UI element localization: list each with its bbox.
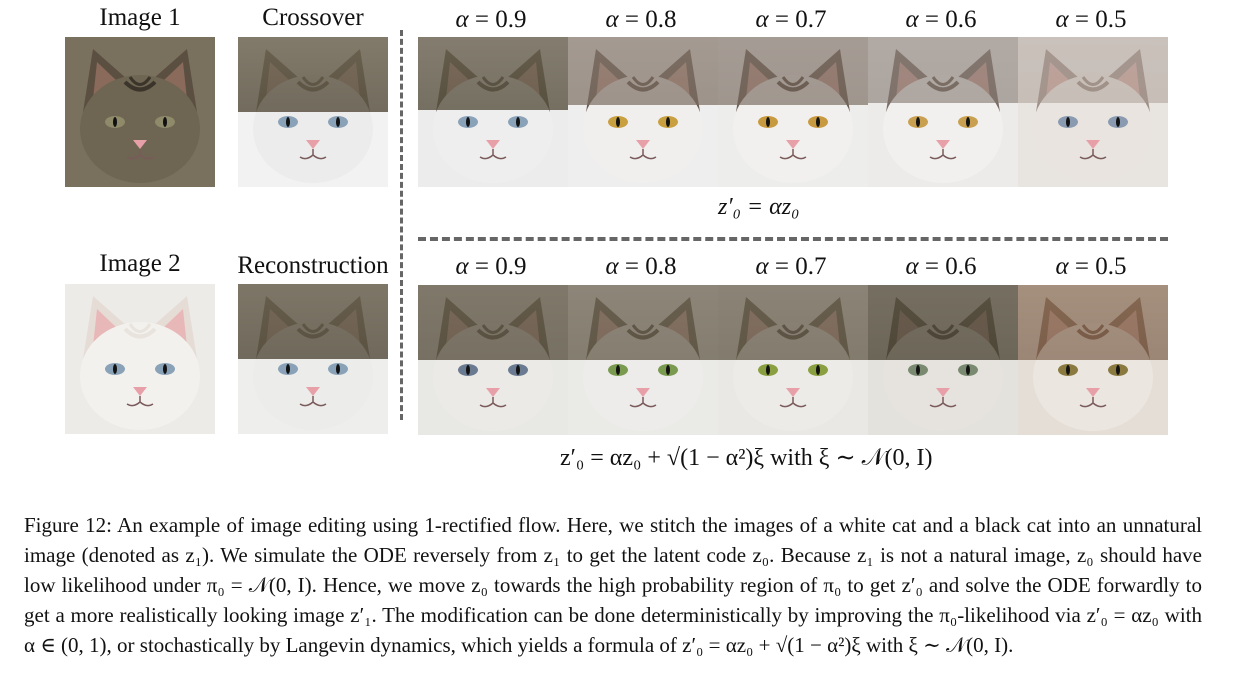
- formula-deterministic: z′₀ = αz₀: [718, 194, 800, 220]
- alpha-label-top: α = 0.7: [755, 6, 827, 33]
- image1-tabby-cat: [65, 37, 215, 187]
- alpha-label-bottom: α = 0.8: [605, 253, 677, 280]
- edited-cat-top: [868, 37, 1018, 187]
- edited-cat-bottom: [418, 285, 568, 435]
- figure-caption: Figure 12: An example of image editing u…: [24, 513, 1202, 657]
- edited-cat-bottom: [718, 285, 868, 435]
- label-image1: Image 1: [99, 4, 181, 31]
- alpha-label-bottom: α = 0.6: [905, 253, 977, 280]
- formula-stochastic: z′₀ = αz₀ + √(1 − α²)ξ with ξ ∼ 𝒩(0, I): [560, 445, 933, 471]
- edited-cat-top: [418, 37, 568, 187]
- edited-cat-bottom: [568, 285, 718, 435]
- edited-cat-bottom: [1018, 285, 1168, 435]
- label-reconstruction: Reconstruction: [237, 252, 389, 279]
- alpha-label-top: α = 0.8: [605, 6, 677, 33]
- crossover-cat: [238, 37, 388, 187]
- alpha-label-top: α = 0.6: [905, 6, 977, 33]
- reconstruction-cat: [238, 284, 388, 434]
- edited-cat-top: [718, 37, 868, 187]
- horizontal-divider: [418, 237, 1168, 241]
- alpha-label-bottom: α = 0.7: [755, 253, 827, 280]
- label-image2: Image 2: [99, 250, 181, 277]
- edited-cat-top: [568, 37, 718, 187]
- alpha-label-bottom: α = 0.5: [1055, 253, 1127, 280]
- edited-cat-top: [1018, 37, 1168, 187]
- label-crossover: Crossover: [262, 4, 364, 31]
- edited-cat-bottom: [868, 285, 1018, 435]
- alpha-label-bottom: α = 0.9: [455, 253, 527, 280]
- vertical-divider: [400, 30, 403, 420]
- image2-white-cat: [65, 284, 215, 434]
- alpha-label-top: α = 0.9: [455, 6, 527, 33]
- alpha-label-top: α = 0.5: [1055, 6, 1127, 33]
